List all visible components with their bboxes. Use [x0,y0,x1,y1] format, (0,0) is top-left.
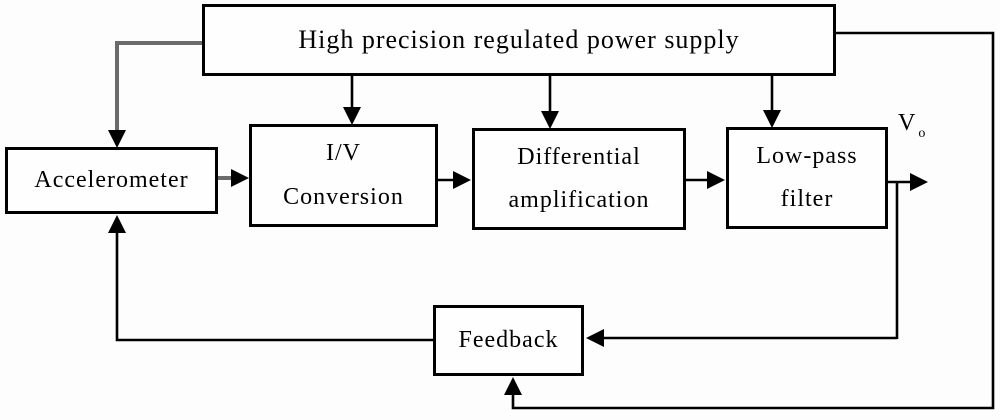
iv-conversion-block: I/V Conversion [249,124,438,227]
arrowhead-into-iv-left [231,169,249,187]
wire-power-to-accelerometer-line [115,41,204,134]
arrowhead-into-feedback-right [586,329,604,347]
power-supply-label: High precision regulated power supply [298,25,740,54]
output-voltage-symbol: V [898,110,917,136]
output-voltage-subscript: o [918,126,927,141]
arrowhead-into-accelerometer-bottom [108,215,126,233]
arrowhead-into-iv-top [343,107,361,125]
power-supply-block: High precision regulated power supply [202,4,836,76]
arrowhead-into-accelerometer-top [108,130,126,148]
low-pass-label-line1: Low-pass [756,142,858,169]
low-pass-filter-block: Low-pass filter [726,127,888,229]
differential-amplification-block: Differential amplification [472,128,686,230]
wires-power-feeds [350,74,774,113]
iv-conversion-label-line2: Conversion [283,183,404,210]
wire-power-right-loop [511,31,995,410]
differential-label-line1: Differential [517,143,641,170]
iv-conversion-label-line1: I/V [326,140,361,167]
arrowhead-into-differential-left [453,171,471,189]
arrowhead-into-feedback-bottom [504,377,522,395]
wire-power-to-accelerometer [115,41,204,134]
arrowhead-into-lowpass-left [707,171,725,189]
arrowhead-into-differential-top [541,111,559,129]
feedback-block: Feedback [433,305,584,376]
wire-feedback-to-accelerometer-line [115,230,433,342]
accelerometer-block: Accelerometer [5,147,218,214]
arrowhead-output-vo [910,173,928,191]
differential-label-line2: amplification [508,187,650,213]
arrowhead-into-lowpass-top [763,110,781,128]
feedback-label: Feedback [458,327,559,353]
wire-feedback-to-accelerometer [115,230,433,342]
low-pass-label-line2: filter [780,186,834,212]
accelerometer-label: Accelerometer [34,167,189,193]
wire-power-right-loop-line [511,31,995,410]
